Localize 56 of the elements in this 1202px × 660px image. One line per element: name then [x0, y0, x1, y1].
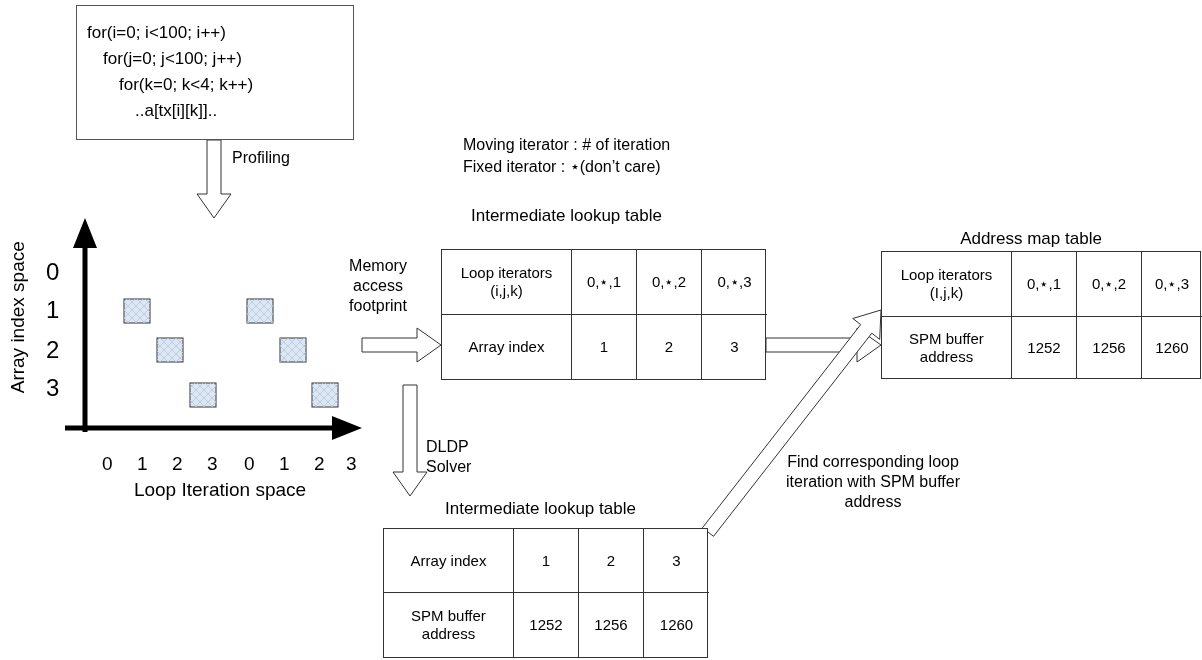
table-cell: 0,⋆,1 [1012, 252, 1077, 317]
table-cell: 0,⋆,2 [637, 250, 702, 315]
row-header-cell: SPM buffer address [882, 317, 1012, 378]
row-header-cell: SPM buffer address [384, 593, 514, 657]
edge-label: Profiling [232, 148, 291, 168]
code-box [76, 5, 354, 140]
code-line: for(i=0; i<100; i++) [87, 22, 226, 44]
tick-label: 1 [279, 454, 290, 473]
table-cell: 1 [572, 315, 637, 379]
table-cell: 0,⋆,3 [1142, 252, 1202, 317]
table-title: Intermediate lookup table [471, 205, 662, 227]
axis-label: Loop Iteration space [132, 478, 308, 502]
edge-label: DLDP Solver [426, 437, 473, 477]
tick-label: 3 [207, 454, 218, 473]
table-cell: 1252 [514, 593, 579, 657]
table-cell: 2 [637, 315, 702, 379]
note-text: Moving iterator : # of iteration [463, 135, 671, 155]
table-cell: 1256 [1077, 317, 1142, 378]
tick-label: 3 [346, 454, 357, 473]
table-cell: 3 [644, 529, 709, 593]
code-line: ..a[tx[i][k]].. [135, 100, 218, 122]
table-cell: 0,⋆,3 [702, 250, 767, 315]
tick-label: 3 [46, 376, 60, 400]
tick-label: 2 [46, 338, 60, 362]
tick-label: 0 [46, 260, 60, 284]
note-text: Fixed iterator : ⋆(don’t care) [463, 157, 662, 177]
tick-label: 2 [314, 454, 325, 473]
tick-label: 0 [244, 454, 255, 473]
tick-label: 1 [137, 454, 148, 473]
row-header-cell: Array index [384, 529, 514, 593]
table-title: Address map table [959, 228, 1103, 250]
table-cell: 0,⋆,1 [572, 250, 637, 315]
table-cell: 2 [579, 529, 644, 593]
table-title: Intermediate lookup table [445, 498, 636, 520]
code-line: for(j=0; j<100; j++) [103, 48, 242, 70]
tick-label: 1 [46, 298, 60, 322]
table-cell: 1 [514, 529, 579, 593]
tick-label: 2 [172, 454, 183, 473]
code-line: for(k=0; k<4; k++) [119, 74, 254, 96]
hollow-block-arrow [702, 309, 882, 537]
tick-label: 0 [102, 454, 113, 473]
table-cell: 0,⋆,2 [1077, 252, 1142, 317]
edge-label: Find corresponding loop iteration with SPM buffer address [785, 452, 961, 512]
hollow-block-arrow [196, 139, 232, 219]
row-header-cell: Array index [442, 315, 572, 379]
axis-label: Array index space [5, 240, 29, 396]
edge-label: Memory access footprint [348, 256, 408, 316]
table-cell-text: 3 [729, 337, 740, 357]
table-cell: 1252 [1012, 317, 1077, 378]
table-cell-text: 1260 [658, 615, 695, 635]
hollow-block-arrow [392, 384, 428, 497]
hollow-block-arrow [361, 327, 442, 363]
row-header-cell: Loop iterators (I,j,k) [882, 252, 1012, 317]
table-cell: 1256 [579, 593, 644, 657]
row-header-cell: Loop iterators (i,j,k) [442, 250, 572, 315]
table-cell-text: 1260 [1154, 337, 1190, 358]
